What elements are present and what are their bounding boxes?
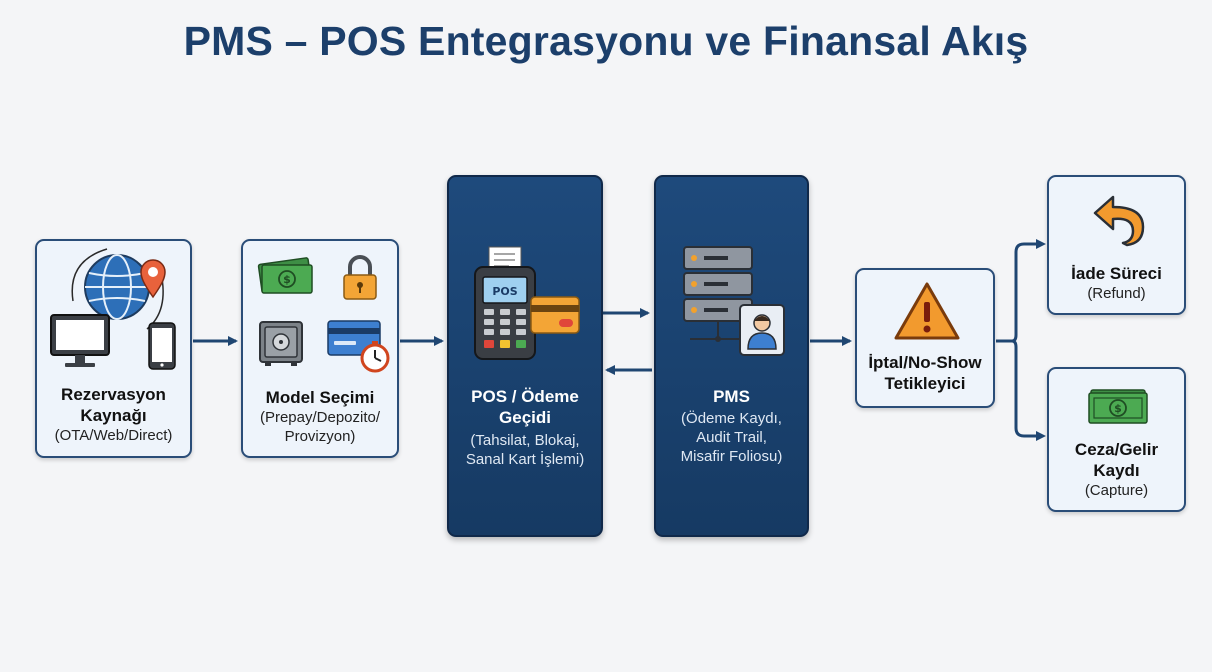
pos-detail-line-1: (Tahsilat, Blokaj,: [470, 432, 580, 449]
pms-detail-line-1: (Ödeme Kaydı,: [681, 410, 782, 427]
model-detail-line-2: Provizyon): [284, 428, 356, 445]
refund-process-node: İade Süreci (Refund): [1047, 175, 1186, 315]
penalty-revenue-node: $ Ceza/Gelir Kaydı (Capture): [1047, 367, 1186, 512]
pms-detail-line-2: Audit Trail,: [696, 429, 767, 446]
pms-title-line-1: PMS: [713, 387, 750, 406]
smartphone-icon: [148, 322, 176, 370]
warning-icon: [894, 282, 960, 340]
cancellation-trigger-node: İptal/No-Show Tetikleyici: [855, 268, 995, 408]
pms-detail-line-3: Misafir Foliosu): [680, 448, 783, 465]
capture-title-line-1: Ceza/Gelir: [1074, 440, 1159, 459]
pos-detail-line-2: Sanal Kart İşlemi): [465, 451, 585, 468]
globe-icon: [71, 248, 164, 330]
pms-node: PMS (Ödeme Kaydı, Audit Trail, Misafir F…: [654, 175, 809, 537]
reservation-detail-line-1: (OTA/Web/Direct): [54, 427, 173, 444]
page-title: PMS – POS Entegrasyonu ve Finansal Akış: [183, 18, 1029, 64]
pos-gateway-node: POS POS / Ödeme Geçidi (Tahsilat, Blokaj…: [447, 175, 603, 537]
location-pin-icon: [140, 259, 166, 299]
refund-title-line-1: İade Süreci: [1071, 264, 1162, 283]
trigger-title-line-2: Tetikleyici: [884, 374, 966, 393]
refund-detail-line-1: (Refund): [1087, 285, 1146, 302]
server-icon: [683, 246, 753, 342]
pos-terminal-icon: POS: [474, 246, 580, 360]
svg-text:$: $: [283, 273, 291, 286]
pos-screen-text: POS: [492, 285, 517, 298]
reservation-title-line-2: Kaynağı: [80, 406, 147, 425]
money-icon: $: [1088, 389, 1148, 424]
reservation-title-line-1: Rezervasyon: [61, 385, 166, 404]
svg-text:$: $: [1114, 402, 1122, 415]
monitor-icon: [50, 314, 110, 367]
clock-icon: [360, 341, 390, 373]
pos-title-line-2: Geçidi: [499, 408, 551, 427]
capture-title-line-2: Kaydı: [1093, 461, 1140, 480]
trigger-title-line-1: İptal/No-Show: [868, 353, 982, 372]
pos-title-line-1: POS / Ödeme: [471, 387, 579, 406]
branch-connector: [996, 242, 1040, 438]
reservation-source-node: Rezervasyon Kaynağı (OTA/Web/Direct): [35, 239, 192, 458]
money-icon: $: [257, 257, 313, 294]
lock-icon: [343, 255, 377, 300]
user-icon: [739, 304, 785, 356]
model-selection-node: $ Model Seçimi (Prepay/Depozito/ Provizy…: [241, 239, 399, 458]
safe-icon: [259, 321, 303, 366]
model-detail-line-1: (Prepay/Depozito/: [259, 409, 381, 426]
return-arrow-icon: [1093, 195, 1145, 247]
capture-detail-line-1: (Capture): [1084, 482, 1149, 499]
model-title-line-1: Model Seçimi: [265, 388, 375, 407]
